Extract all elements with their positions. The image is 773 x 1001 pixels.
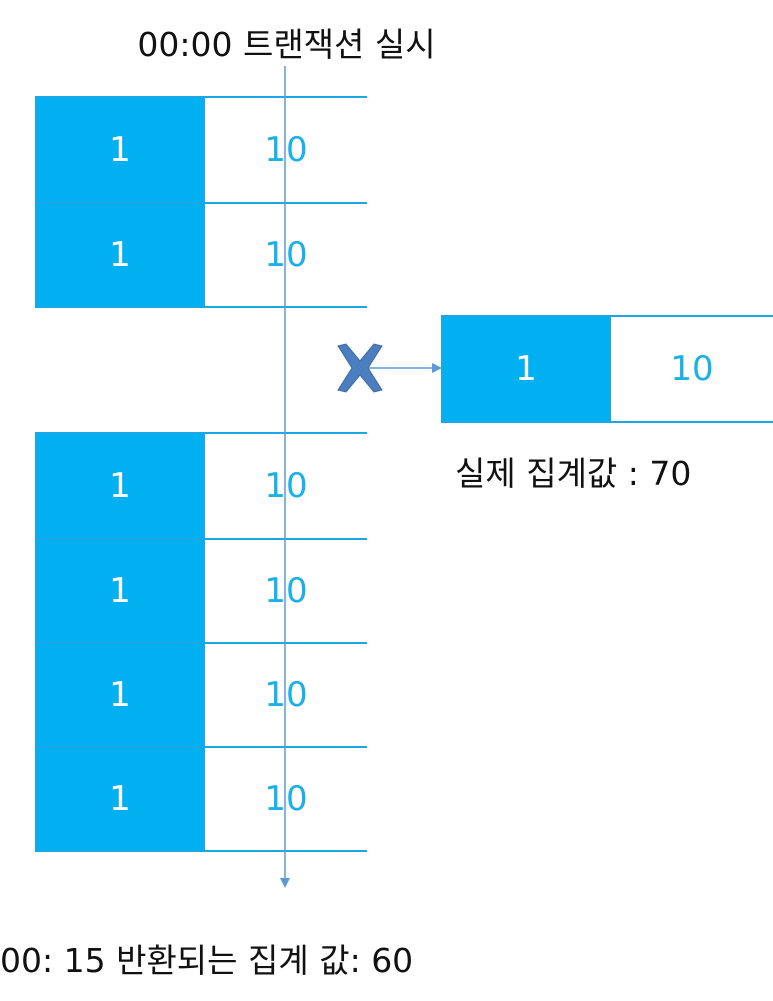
table-bottom: 1 10 1 10 1 10 1 10 [35, 432, 367, 852]
key-cell: 1 [37, 202, 203, 306]
cross-icon [337, 343, 383, 393]
value-cell: 10 [203, 98, 367, 202]
value-cell: 10 [203, 642, 367, 746]
value-cell: 10 [203, 746, 367, 850]
key-cell: 1 [37, 746, 203, 850]
key-cell: 1 [37, 642, 203, 746]
key-cell: 1 [37, 538, 203, 642]
table-inserted-row: 1 10 [441, 315, 773, 423]
key-cell: 1 [37, 434, 203, 538]
key-cell: 1 [443, 317, 609, 421]
actual-aggregate-caption: 실제 집계값 : 70 [455, 454, 692, 493]
key-cell: 1 [37, 98, 203, 202]
value-cell: 10 [609, 317, 773, 421]
table-top: 1 10 1 10 [35, 96, 367, 308]
value-cell: 10 [203, 434, 367, 538]
value-cell: 10 [203, 538, 367, 642]
title-transaction-start: 00:00 트랜잭션 실시 [137, 25, 436, 64]
value-cell: 10 [203, 202, 367, 306]
returned-aggregate-caption: 00: 15 반환되는 집계 값: 60 [0, 941, 414, 980]
